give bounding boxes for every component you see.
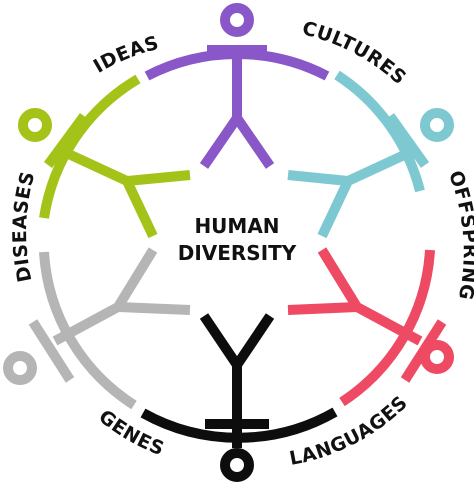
figure-red	[287, 247, 454, 407]
label-diseases: DISEASES	[9, 169, 39, 284]
red-legs	[287, 247, 362, 315]
cyan-head	[420, 108, 454, 142]
label-offspring: OFFSPRING	[444, 168, 474, 302]
circle-arc-cyan	[334, 70, 425, 193]
gray-arms	[28, 319, 75, 383]
purple-head	[220, 3, 254, 37]
figure-purple	[144, 3, 330, 169]
cyan-legs	[287, 170, 353, 239]
figure-gray	[3, 247, 191, 410]
circle-arc-green	[39, 74, 141, 219]
green-legs	[122, 170, 191, 239]
cyan-body	[345, 145, 418, 186]
figure-black	[140, 313, 338, 482]
red-head	[420, 340, 454, 374]
purple-legs	[199, 113, 275, 169]
red-body	[354, 302, 423, 346]
center-title-line2: DIVERSITY	[178, 241, 297, 265]
black-head	[220, 448, 254, 482]
label-cultures: CULTURES	[300, 17, 411, 89]
gray-head	[3, 351, 37, 385]
gray-legs	[113, 247, 191, 315]
circle-arc-gray	[39, 251, 137, 410]
figure-cyan	[287, 70, 454, 239]
gray-body	[52, 302, 121, 346]
figure-green	[18, 74, 191, 239]
green-arms	[43, 113, 89, 168]
green-head	[18, 108, 52, 142]
green-body	[57, 145, 130, 186]
label-genes: GENES	[94, 406, 167, 461]
cyan-arms	[385, 113, 430, 168]
center-title-line1: HUMAN	[194, 214, 279, 238]
black-legs	[199, 313, 275, 370]
